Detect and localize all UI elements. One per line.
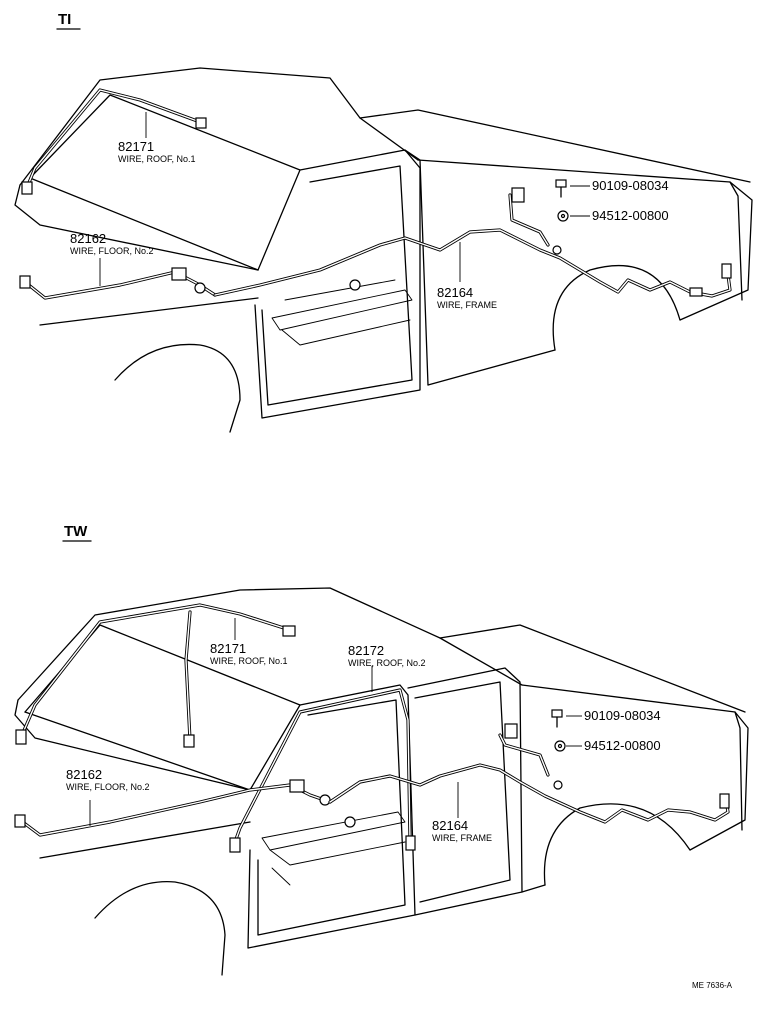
connector-icon [721,263,732,279]
callout-part-name: WIRE, FLOOR, No.2 [66,782,150,792]
connector-icon [14,814,26,828]
callout-part-name: WIRE, FLOOR, No.2 [70,246,154,256]
grommet-icon [349,279,361,291]
wire-floor-no2-tw [14,779,332,837]
washer-icon [554,740,566,752]
connector-icon [511,187,525,203]
callout-part-name: WIRE, ROOF, No.2 [348,658,426,668]
connector-icon [171,267,187,281]
connector-icon [719,793,730,809]
grommet-icon [319,794,331,806]
callout-part-no: 94512-00800 [584,738,661,753]
callout-part-no: 82171 [118,139,154,154]
connector-icon [21,181,33,195]
connector-icon [19,275,31,289]
connector-icon [229,837,241,853]
connector-icon [282,625,296,637]
grommet-icon [552,245,562,255]
view-header-tw: TW [64,523,88,540]
callout-part-no: 82164 [432,818,468,833]
wire-floor-no2-ti [19,267,217,300]
figure-reference: ME 7636-A [692,981,733,990]
grommet-icon [553,780,563,790]
grommet-icon [194,282,206,294]
callout-part-no: 82162 [70,231,106,246]
connector-icon [15,729,27,745]
wire-frame-ti [213,187,732,298]
connector-icon [689,287,703,297]
callout-part-name: WIRE, ROOF, No.1 [210,656,288,666]
callout-part-no: 90109-08034 [592,178,669,193]
wire-frame-tw [328,723,730,828]
connector-icon [183,734,195,748]
callout-part-no: 82164 [437,285,473,300]
callout-part-name: WIRE, ROOF, No.1 [118,154,196,164]
bolt-icon [551,709,563,728]
connector-icon [195,117,207,129]
connector-icon [405,835,416,851]
view-header-ti: TI [58,11,71,28]
callout-part-no: 94512-00800 [592,208,669,223]
truck-body-outline [14,67,753,433]
wire-roof-no1-ti [21,88,207,195]
view-ti: TI [14,11,753,433]
wire-roof-no2-tw [229,688,416,853]
view-tw: TW [14,523,749,976]
callout-part-no: 90109-08034 [584,708,661,723]
connector-icon [504,723,518,739]
washer-icon [557,210,569,222]
bolt-icon [555,179,567,198]
callout-part-no: 82172 [348,643,384,658]
callout-part-name: WIRE, FRAME [432,833,492,843]
callout-part-name: WIRE, FRAME [437,300,497,310]
callout-part-no: 82162 [66,767,102,782]
connector-icon [289,779,305,793]
grommet-icon [344,816,356,828]
wire-roof-no1-tw [15,603,296,748]
callout-part-no: 82171 [210,641,246,656]
